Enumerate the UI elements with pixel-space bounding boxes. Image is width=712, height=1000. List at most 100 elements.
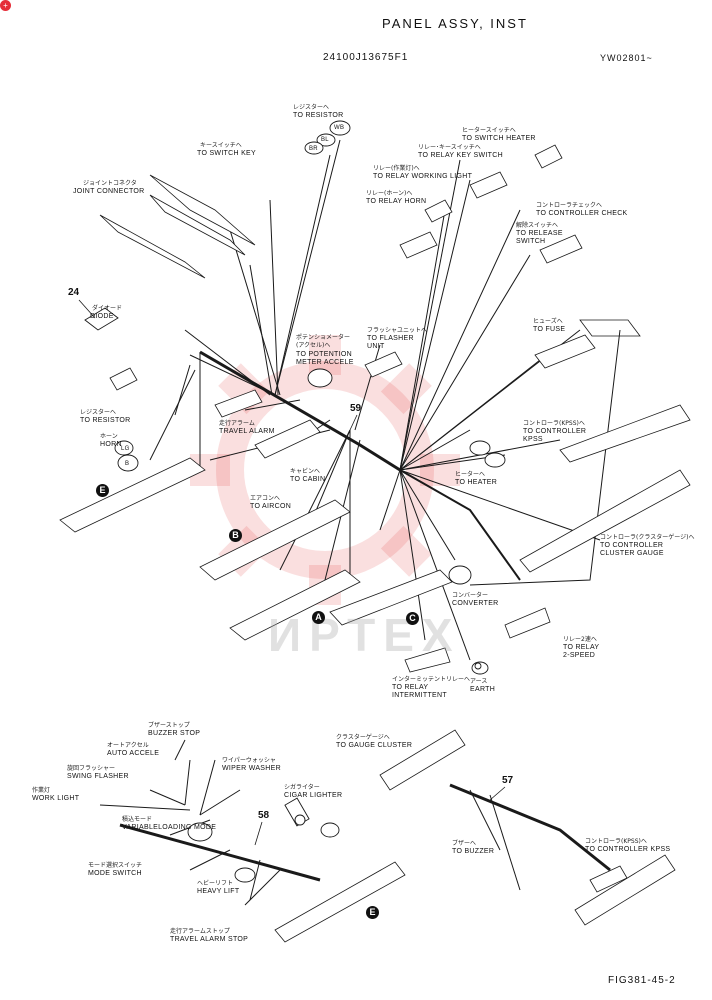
label-cluster-gauge: TO CONTROLLER (600, 542, 664, 549)
label-travel-alarm: TRAVEL ALARM (219, 428, 275, 435)
corner-badge: + (0, 0, 11, 11)
label-gauge-cluster: TO GAUGE CLUSTER (336, 742, 413, 749)
label-converter-jp: コンバーター (452, 592, 489, 599)
label-buzzer: TO BUZZER (452, 848, 495, 855)
label-relay-working-light: TO RELAY WORKING LIGHT (373, 173, 473, 180)
label-release-switch-jp: 解除スイッチへ (516, 222, 559, 229)
label-diode: DIODE (90, 313, 114, 320)
label-controller-kpss: TO CONTROLLER (523, 428, 587, 435)
label-switch-heater: TO SWITCH HEATER (462, 135, 536, 142)
label-relay-key-switch: TO RELAY KEY SWITCH (418, 152, 503, 159)
label-buzzer-stop: BUZZER STOP (148, 730, 201, 737)
label-flasher-unit: TO FLASHER (367, 335, 414, 342)
label-cigar-lighter: CIGAR LIGHTER (284, 792, 343, 799)
label-swing-flasher-jp: 旋回フラッシャー (67, 765, 116, 772)
label-potentiometer-jp: ポテンショメーター (296, 334, 351, 341)
callout-C: C (406, 612, 419, 625)
label-relay-intermittent-jp: インターミッテントリレーへ (392, 676, 471, 683)
label-diode-jp: ダイオード (92, 305, 123, 312)
label-earth-jp: アース (470, 678, 488, 685)
label-potentiometer: TO POTENTION (296, 351, 352, 358)
label-relay-intermittent: TO RELAY (392, 684, 429, 691)
label-switch-heater-jp: ヒータースイッチへ (462, 127, 516, 134)
callout-E-upper: E (96, 484, 109, 497)
label-relay-2speed: TO RELAY (563, 644, 600, 651)
label-cabin: TO CABIN (290, 476, 326, 483)
label-heavy-lift: HEAVY LIFT (197, 888, 240, 895)
label-release-switch-2: SWITCH (516, 238, 546, 245)
label-potentiometer-jp2: (アクセル)へ (296, 342, 331, 349)
label-controller-check-jp: コントローラチェックへ (536, 202, 603, 209)
label-joint-connector-jp: ジョイントコネクタ (83, 180, 137, 187)
figure-number: FIG381-45-2 (608, 975, 676, 986)
label-controller-kpss-2: KPSS (523, 436, 543, 443)
label-relay-2speed-2: 2-SPEED (563, 652, 596, 659)
label-release-switch: TO RELEASE (516, 230, 563, 237)
label-work-light: WORK LIGHT (32, 795, 80, 802)
wire-code-br: BR (309, 146, 318, 152)
label-resistor-top-jp: レジスターへ (293, 104, 330, 111)
label-relay-horn: TO RELAY HORN (366, 198, 427, 205)
label-fuse-jp: ヒューズへ (533, 318, 563, 325)
wire-code-b: B (125, 461, 130, 467)
label-cigar-lighter-jp: シガライター (284, 784, 320, 791)
label-converter: CONVERTER (452, 600, 499, 607)
label-controller-kpss-jp: コントローラ(KPSS)へ (523, 420, 585, 427)
label-relay-horn-jp: リレー(ホーン)へ (366, 190, 413, 197)
label-relay-working-light-jp: リレー(作業灯)へ (373, 165, 420, 172)
wire-code-lg: LG (121, 446, 130, 452)
label-relay-intermittent-2: INTERMITTENT (392, 692, 447, 699)
label-resistor-top: TO RESISTOR (293, 112, 344, 119)
label-cluster-gauge-2: CLUSTER GAUGE (600, 550, 664, 557)
label-flasher-unit-2: UNIT (367, 343, 385, 350)
label-resistor-left: TO RESISTOR (80, 417, 131, 424)
label-heater-jp: ヒーターへ (455, 471, 486, 478)
label-joint-connector: JOINT CONNECTOR (73, 188, 145, 195)
label-wiper-washer-jp: ワイパーウォッシャ (222, 757, 276, 764)
label-mode-switch: MODE SWITCH (88, 870, 142, 877)
label-controller-kpss2: TO CONTROLLER KPSS (585, 846, 671, 853)
label-work-light-jp: 作業灯 (32, 787, 51, 794)
label-cluster-gauge-jp: コントローラ(クラスターゲージ)へ (600, 534, 695, 541)
label-switch-key-jp: キースイッチへ (200, 142, 242, 149)
label-resistor-left-jp: レジスターへ (80, 409, 117, 416)
label-travel-alarm-stop-jp: 走行アラームストップ (170, 928, 230, 935)
label-aircon: TO AIRCON (250, 503, 292, 510)
wire-code-bl: BL (321, 137, 329, 143)
label-auto-accele-jp: オートアクセル (107, 742, 149, 749)
label-potentiometer-2: METER ACCELE (296, 359, 354, 366)
callout-57: 57 (502, 775, 514, 786)
callout-59: 59 (350, 403, 362, 414)
label-relay-key-switch-jp: リレー･キースイッチへ (418, 144, 481, 151)
label-variable-loading: VARIABLELOADING MODE (122, 824, 217, 831)
label-gauge-cluster-jp: クラスターゲージへ (336, 734, 390, 741)
callout-24: 24 (68, 287, 80, 298)
callout-B: B (229, 529, 242, 542)
label-aircon-jp: エアコンへ (250, 495, 281, 502)
label-travel-alarm-stop: TRAVEL ALARM STOP (170, 936, 249, 943)
label-buzzer-jp: ブザーへ (452, 840, 477, 847)
serial-range: YW02801~ (600, 53, 653, 63)
label-switch-key: TO SWITCH KEY (197, 150, 256, 157)
part-number: 24100J13675F1 (323, 52, 409, 63)
label-buzzer-stop-jp: ブザーストップ (148, 722, 190, 729)
label-earth: EARTH (470, 686, 496, 693)
label-variable-loading-jp: 積込モード (122, 816, 153, 823)
label-wiper-washer: WIPER WASHER (222, 765, 281, 772)
label-relay-2speed-jp: リレー2速へ (563, 636, 597, 643)
label-auto-accele: AUTO ACCELE (107, 750, 160, 757)
callout-58: 58 (258, 810, 270, 821)
label-cabin-jp: キャビンへ (290, 468, 321, 475)
label-horn-jp: ホーン (100, 433, 118, 440)
label-heater: TO HEATER (455, 479, 498, 486)
label-controller-kpss2-jp: コントローラ(KPSS)へ (585, 838, 647, 845)
label-flasher-unit-jp: フラッシャユニットへ (367, 327, 428, 334)
label-horn: HORN (100, 441, 122, 448)
label-travel-alarm-jp: 走行アラーム (219, 420, 255, 427)
label-controller-check: TO CONTROLLER CHECK (536, 210, 628, 217)
callout-E-lower: E (366, 906, 379, 919)
label-fuse: TO FUSE (533, 326, 566, 333)
wire-code-wb: WB (334, 125, 345, 131)
label-heavy-lift-jp: ヘビーリフト (197, 880, 234, 887)
